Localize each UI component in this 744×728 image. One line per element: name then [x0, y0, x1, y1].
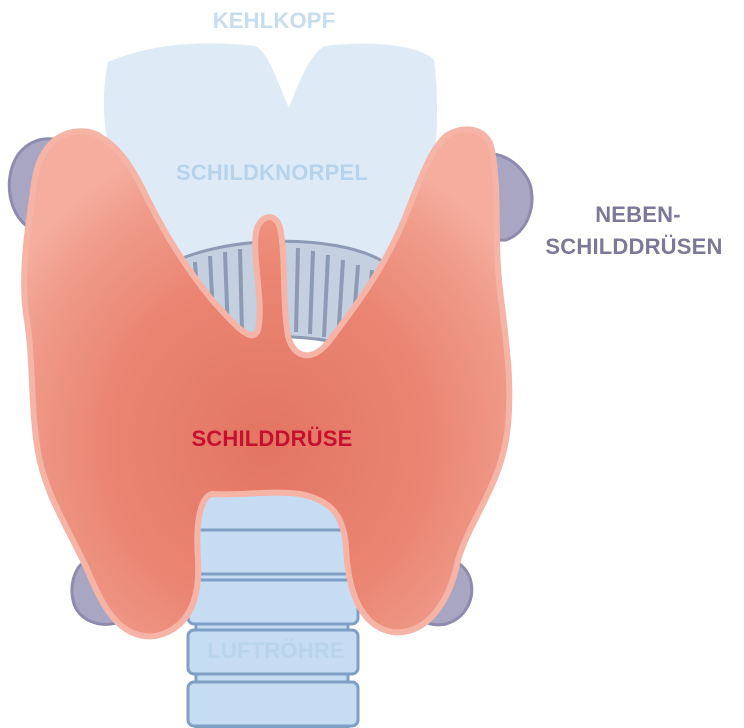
label-schilddruese: SCHILDDRÜSE — [191, 426, 352, 451]
label-schildknorpel: SCHILDKNORPEL — [176, 160, 368, 185]
label-neben: NEBEN- — [595, 202, 681, 227]
label-luftroehre: LUFTRÖHRE — [207, 638, 344, 663]
trachea-shape — [188, 488, 358, 728]
label-kehlkopf: KEHLKOPF — [213, 8, 336, 33]
label-schilddruesen: SCHILDDRÜSEN — [545, 234, 722, 259]
